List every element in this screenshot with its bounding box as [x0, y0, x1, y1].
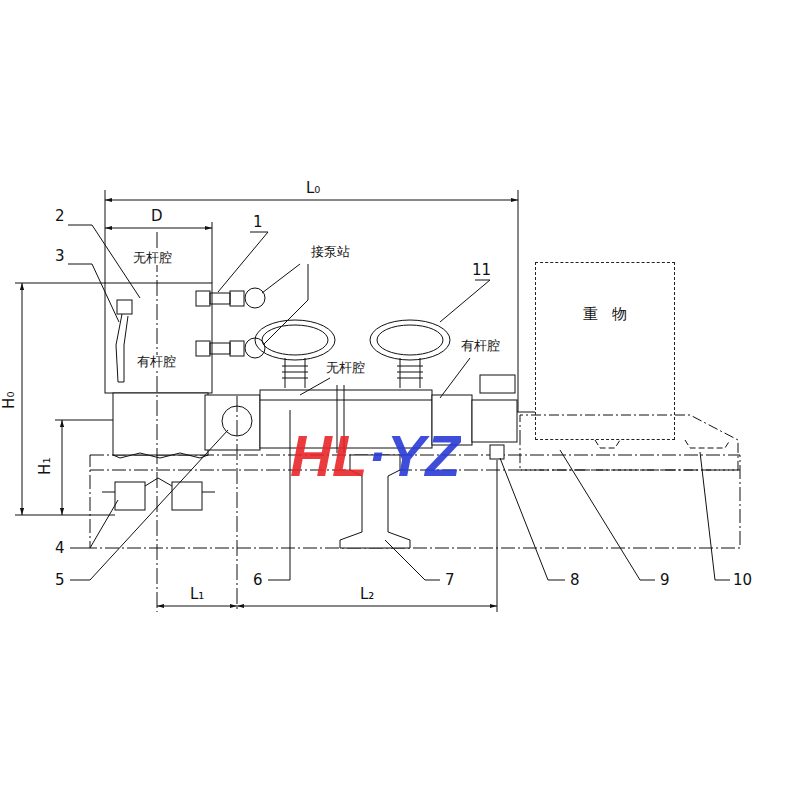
chamber-label: 无杆腔 — [324, 361, 367, 375]
dimension-label: L₀ — [304, 180, 322, 197]
callout-number: 5 — [55, 572, 65, 589]
callout-number: 2 — [55, 208, 65, 225]
callout-number: 4 — [55, 540, 65, 557]
dimension-label: L₂ — [358, 586, 376, 603]
chamber-label: 无杆腔 — [131, 251, 174, 265]
chamber-label: 有杆腔 — [135, 355, 178, 369]
callout-number: 9 — [660, 572, 670, 589]
callout-number: 6 — [253, 572, 263, 589]
callout-number: 3 — [55, 248, 65, 265]
dimension-label: H₀ — [1, 390, 18, 411]
chamber-label: 有杆腔 — [459, 339, 502, 353]
dimension-label: H₁ — [37, 456, 54, 477]
dimension-label: D — [149, 208, 165, 225]
watermark: HL·YZ — [290, 424, 461, 488]
load-text: 重物 — [536, 305, 674, 324]
callout-number: 7 — [445, 572, 455, 589]
port-label: 接泵站 — [309, 245, 352, 259]
dimension-label: L₁ — [188, 586, 206, 603]
callout-number: 8 — [570, 572, 580, 589]
callout-number: 11 — [472, 262, 491, 279]
callout-number: 1 — [253, 214, 263, 231]
load-box: 重物 — [535, 262, 675, 440]
callout-number: 10 — [733, 572, 752, 589]
